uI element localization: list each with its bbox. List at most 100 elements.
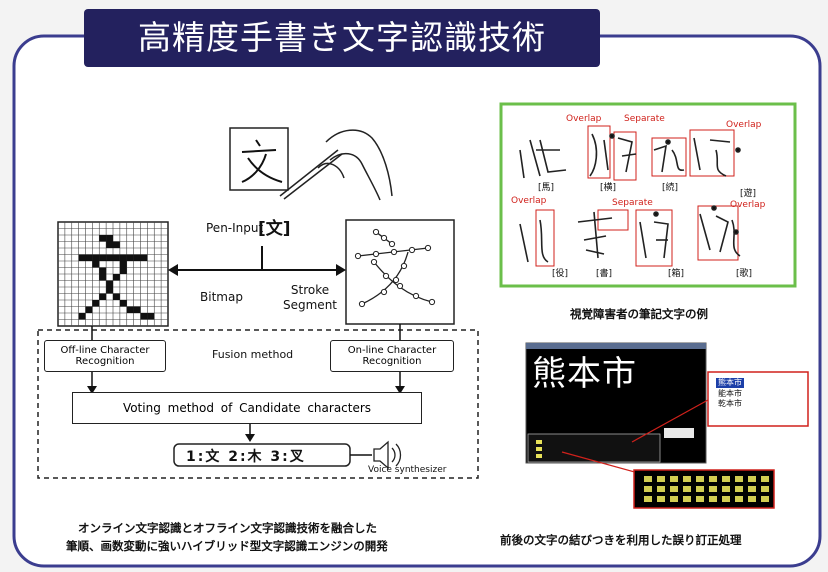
separate-label-2: Separate (612, 198, 653, 208)
stroke-point (388, 240, 396, 248)
stroke-point (653, 211, 659, 217)
example-label: [続] (662, 183, 679, 193)
caption-left-line1: オンライン文字認識とオフライン文字認識技術を融合した (78, 521, 377, 535)
bitmap-cell (106, 241, 113, 248)
separate-label-1: Separate (624, 114, 665, 124)
bitmap-cell (113, 274, 120, 281)
handwriting-stroke (653, 221, 669, 259)
candidate-glyph (536, 454, 542, 458)
offline-recognition-box: Off-line Character Recognition (44, 340, 166, 372)
bitmap-cell (106, 287, 113, 294)
bitmap-cell (99, 274, 107, 281)
candidate-glyph (683, 496, 691, 502)
bitmap-cell (140, 254, 148, 261)
handwriting-stroke (699, 213, 711, 251)
candidate-glyph (761, 476, 769, 482)
handwriting-stroke (653, 144, 667, 173)
bitmap-cell (106, 254, 113, 261)
bitmap-cell (113, 241, 120, 248)
handwriting-stroke (693, 137, 701, 171)
bitmap-cell (85, 254, 93, 261)
bitmap-cell (113, 293, 120, 300)
handwriting-stroke (603, 139, 609, 171)
handwriting-stroke (583, 235, 607, 241)
candidate-glyph (536, 447, 542, 451)
handwriting-stroke (621, 153, 637, 157)
candidate-glyph (735, 476, 743, 482)
handwriting-stroke (589, 133, 598, 177)
candidate-item[interactable]: 能本市 (718, 389, 742, 398)
bitmap-cell (99, 267, 107, 274)
example-label: [遊] (740, 189, 757, 199)
stroke-point (609, 133, 615, 139)
stroke-point (372, 250, 380, 258)
overlap-box (689, 129, 735, 177)
overlap-box (535, 209, 555, 267)
candidate-glyph (735, 496, 743, 502)
candidate-glyph (644, 496, 652, 502)
bitmap-cell (147, 313, 155, 320)
screen-big-text: 熊本市 (532, 354, 637, 394)
bitmap-cell (119, 261, 127, 268)
candidate-glyph (644, 486, 652, 492)
bitmap-cell (78, 254, 86, 261)
examples-caption: 視覚障害者の筆記文字の例 (570, 307, 708, 321)
stroke-point (370, 258, 378, 266)
handwriting-stroke (709, 139, 731, 143)
bitmap-label: Bitmap (200, 290, 243, 304)
candidate-glyph (748, 476, 756, 482)
candidate-selected[interactable]: 熊本市 (716, 378, 744, 388)
bitmap-cell (119, 300, 127, 307)
bitmap-cell (106, 235, 113, 242)
candidate-glyph (683, 476, 691, 482)
overlap-label-2: Overlap (726, 120, 762, 130)
handwriting-stroke (539, 219, 549, 263)
overlap-label-4: Overlap (730, 200, 766, 210)
handwriting-stroke (593, 211, 599, 259)
candidate-glyph (761, 496, 769, 502)
stroke-point (392, 276, 400, 284)
stroke-point (428, 298, 436, 306)
candidate-glyph (709, 476, 717, 482)
candidate-glyph (722, 496, 730, 502)
bitmap-cell (99, 293, 107, 300)
handwriting-stroke (585, 249, 605, 255)
candidate-glyph (670, 496, 678, 502)
example-label: [箱] (668, 269, 685, 279)
bitmap-cell (99, 235, 107, 242)
bitmap-cell (113, 254, 120, 261)
result-candidates: 1:文 2:木 3:叉 (186, 449, 306, 465)
speaker-icon (373, 440, 402, 470)
bitmap-cell (106, 280, 113, 287)
voice-synthesizer-label: Voice synthesizer (368, 465, 447, 475)
stroke-point (424, 244, 432, 252)
example-label: [役] (552, 269, 569, 279)
example-label: [歌] (736, 269, 753, 279)
candidate-glyph (536, 440, 542, 444)
bitmap-cell (85, 306, 93, 313)
bitmap-cell (133, 254, 141, 261)
stroke-point (408, 246, 416, 254)
stroke-point (382, 272, 390, 280)
online-recognition-box: On-line Character Recognition (330, 340, 454, 372)
stroke-point (380, 234, 388, 242)
handwriting-stroke (529, 139, 541, 177)
pen-input-char: [文] (258, 219, 291, 239)
handwriting-stroke (519, 223, 529, 263)
handwriting-stroke (731, 219, 741, 257)
candidate-glyph (657, 476, 665, 482)
candidate-glyph (722, 476, 730, 482)
candidate-glyph (748, 496, 756, 502)
overlap-box (651, 137, 687, 177)
stroke-point (372, 228, 380, 236)
candidate-glyph (709, 496, 717, 502)
stroke-point (354, 252, 362, 260)
pen-hand-icon (279, 129, 393, 201)
candidate-glyph (696, 486, 704, 492)
page-title: 高精度手書き文字認識技術 (84, 9, 600, 67)
candidate-glyph (696, 476, 704, 482)
stroke-point (665, 139, 671, 145)
handwritten-char-icon (241, 139, 283, 183)
candidate-glyph (683, 486, 691, 492)
candidate-item[interactable]: 乾本市 (718, 399, 742, 408)
